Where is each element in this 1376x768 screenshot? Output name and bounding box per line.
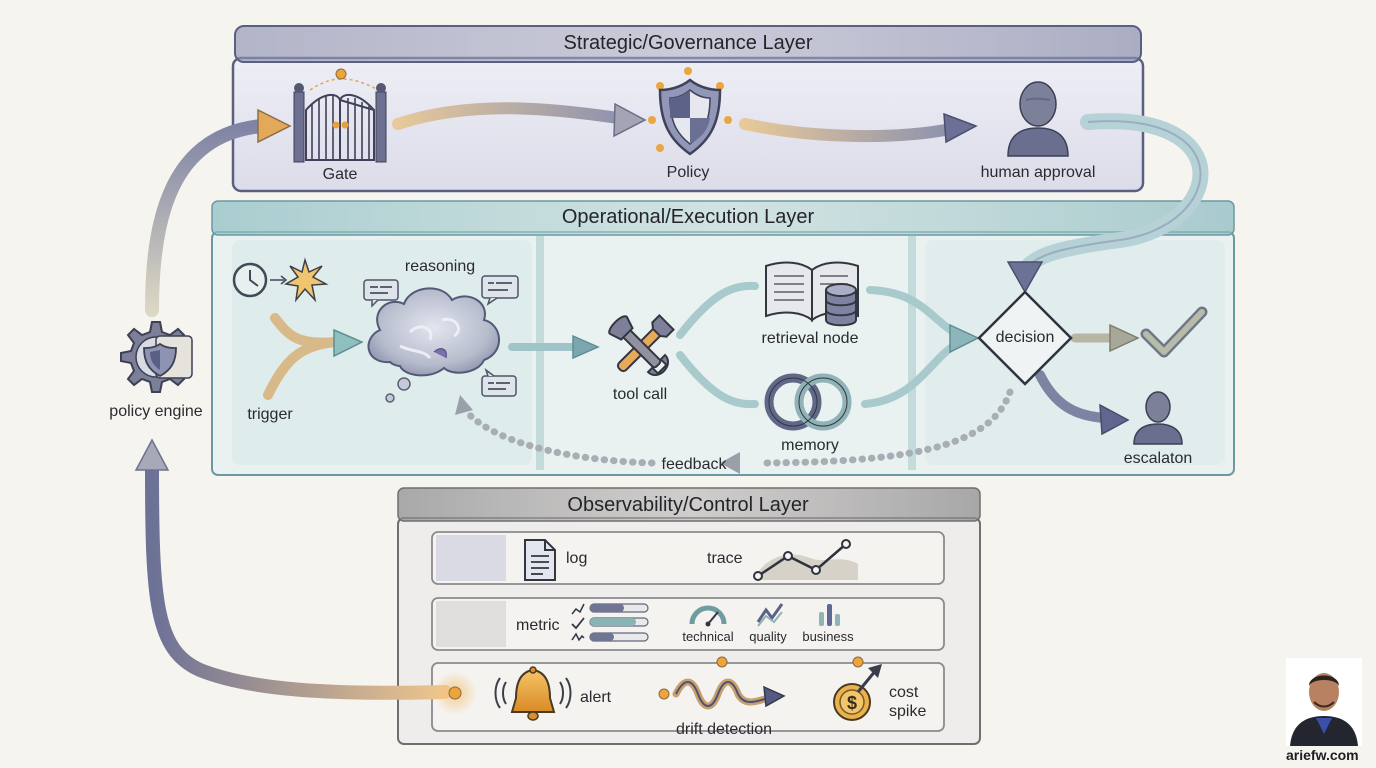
policy-label: Policy (666, 164, 710, 181)
drift-detection-label: drift detection (675, 721, 773, 738)
cloud-icon (363, 275, 519, 403)
retrieval-node-label: retrieval node (761, 330, 859, 347)
cost-spike-label: cost spike (889, 683, 926, 721)
log-label: log (566, 550, 588, 567)
tools-icon (608, 314, 675, 376)
reasoning-label: reasoning (404, 258, 476, 275)
business-bars-icon (819, 604, 840, 626)
gate-label: Gate (322, 166, 358, 183)
operational-flow-arrows (263, 281, 1140, 474)
trace-label: trace (707, 550, 743, 567)
escalation-label: escalaton (1123, 450, 1193, 467)
gauge-icon (689, 605, 727, 627)
decision-label: decision (995, 329, 1055, 346)
trigger-label: trigger (247, 406, 293, 423)
person-icon (1133, 391, 1183, 445)
trace-chart-icon (753, 539, 858, 581)
human-approval-label: human approval (980, 164, 1096, 181)
speech-bubble-icon (481, 275, 519, 306)
cost-spike-line-2: spike (889, 703, 927, 720)
observability-layer-title: Observability/Control Layer (567, 494, 809, 516)
svg-text:$: $ (847, 693, 857, 713)
book-database-icon (765, 261, 859, 327)
checkmark-icon (1140, 306, 1208, 358)
operational-layer-title: Operational/Execution Layer (561, 206, 815, 228)
left-feedback-arrows (134, 108, 452, 700)
speech-bubble-icon (481, 367, 517, 397)
tool-call-label: tool call (612, 386, 668, 403)
wave-arrow-icon (658, 656, 786, 710)
coin-arrow-icon: $ (833, 656, 882, 721)
business-label: business (802, 629, 854, 644)
technical-label: technical (682, 629, 734, 644)
diamond-icon (977, 290, 1073, 386)
bell-icon (433, 666, 572, 721)
policy-engine-label: policy engine (109, 403, 203, 420)
cost-spike-line-1: cost (889, 684, 919, 701)
site-watermark: ariefw.com (1286, 747, 1359, 763)
checklist-bars-icon (571, 603, 649, 642)
clock-spark-icon (232, 257, 329, 303)
quality-label: quality (749, 629, 787, 644)
gate-icon (293, 68, 387, 163)
strategic-layer-title: Strategic/Governance Layer (563, 32, 813, 54)
speech-bubble-icon (363, 279, 399, 308)
rings-icon (764, 373, 852, 431)
author-avatar (1286, 658, 1362, 746)
quality-trend-icon (756, 603, 784, 627)
gear-shield-icon (120, 321, 193, 393)
person-icon (1007, 81, 1069, 157)
memory-label: memory (781, 437, 839, 454)
strategic-flow-arrows (392, 102, 1209, 294)
document-icon (524, 539, 556, 581)
alert-label: alert (580, 689, 612, 706)
metric-label: metric (516, 617, 560, 634)
feedback-label: feedback (661, 456, 727, 473)
shield-icon (648, 67, 732, 156)
